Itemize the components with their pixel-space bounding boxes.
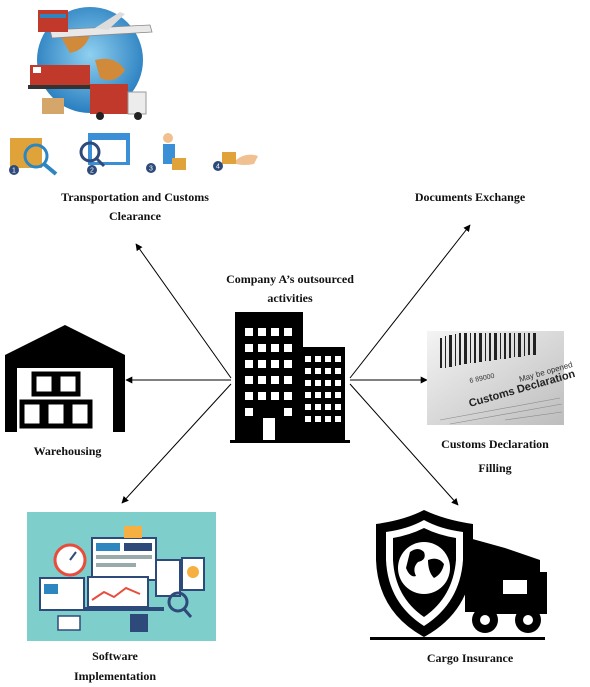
node-customs-line2: Filling — [478, 461, 512, 475]
node-warehousing-label: Warehousing — [10, 442, 125, 461]
node-insurance-label: Cargo Insurance — [395, 649, 545, 668]
node-software-line1: Software — [92, 649, 138, 663]
transport-logistics-image — [28, 7, 153, 120]
connector-arrows — [121, 224, 471, 506]
node-transport-label: Transportation and Customs Clearance — [40, 188, 230, 226]
arrow-to-transport — [135, 243, 232, 379]
software-implementation-image — [27, 512, 216, 641]
node-software-line2: Implementation — [74, 669, 156, 683]
warehouse-icon — [5, 325, 125, 432]
node-transport-line2: Clearance — [109, 209, 161, 223]
arrow-to-insurance — [349, 383, 459, 506]
node-documents-line1: Documents Exchange — [414, 190, 526, 204]
step-number: 2 — [90, 168, 94, 175]
cargo-insurance-icon — [370, 510, 547, 640]
node-insurance-line1: Cargo Insurance — [426, 651, 514, 665]
node-transport-line1: Transportation and Customs — [61, 190, 209, 204]
process-steps-icons: 1 2 3 4 — [9, 133, 258, 176]
step-number: 4 — [216, 164, 220, 171]
arrow-to-documents — [349, 224, 471, 379]
center-label: Company A’s outsourced activities — [200, 270, 380, 308]
node-customs-line1: Customs Declaration — [441, 437, 549, 451]
node-customs-label: Customs Declaration Filling — [425, 432, 565, 480]
node-warehousing-line1: Warehousing — [33, 444, 102, 458]
customs-declaration-image: 6 89000 Customs Declaration May be opene… — [427, 331, 577, 425]
center-label-line1: Company A’s outsourced — [226, 272, 354, 286]
step-number: 1 — [12, 168, 16, 175]
node-documents-label: Documents Exchange — [390, 188, 550, 207]
office-building-icon — [230, 312, 350, 443]
step-number: 3 — [149, 166, 153, 173]
center-label-line2: activities — [267, 291, 313, 305]
node-software-label: Software Implementation — [45, 646, 185, 686]
arrow-to-software — [121, 383, 232, 504]
